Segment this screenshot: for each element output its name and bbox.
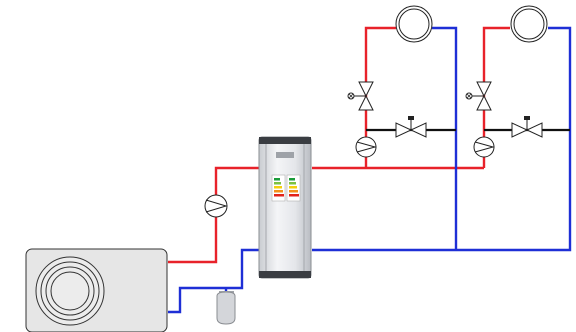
pump-icon — [204, 194, 228, 218]
circuit-1-return-riser — [432, 26, 458, 250]
radiator-circle-icon — [395, 5, 433, 43]
bypass-valve-icon — [511, 116, 543, 138]
hot-supply-pipes — [168, 26, 510, 264]
circuit-1-motorized-valve — [347, 81, 374, 111]
energy-label-sticker — [271, 174, 286, 202]
circuit-2-supply-riser — [482, 26, 510, 168]
motorized-valve-icon — [465, 81, 492, 111]
buffer-tank — [258, 136, 312, 279]
main-return-header — [312, 26, 572, 252]
circuit-1-bypass-valve — [395, 116, 427, 138]
cold-return-pipes — [168, 26, 572, 314]
circuit-2-emitter — [510, 5, 548, 43]
bypass-valve-icon — [395, 116, 427, 138]
circuit-2-bypass-valve — [511, 116, 543, 138]
primary-return-pipe — [168, 248, 268, 314]
primary-circulation-pump — [204, 194, 228, 218]
pump-icon — [473, 136, 495, 158]
pump-icon — [355, 136, 377, 158]
circuit-1-pump — [355, 136, 377, 158]
circuit-2-pump — [473, 136, 495, 158]
energy-label-sticker-2 — [286, 174, 301, 202]
motorized-valve-icon — [347, 81, 374, 111]
expansion-vessel-icon — [216, 291, 236, 325]
expansion-vessel — [216, 291, 236, 325]
circuit-1-emitter — [395, 5, 433, 43]
outdoor-heat-pump-unit — [25, 248, 168, 332]
fan-unit-icon — [35, 256, 105, 326]
circuit-2-motorized-valve — [465, 81, 492, 111]
radiator-circle-icon — [510, 5, 548, 43]
circuit-1-supply-riser — [364, 26, 396, 168]
